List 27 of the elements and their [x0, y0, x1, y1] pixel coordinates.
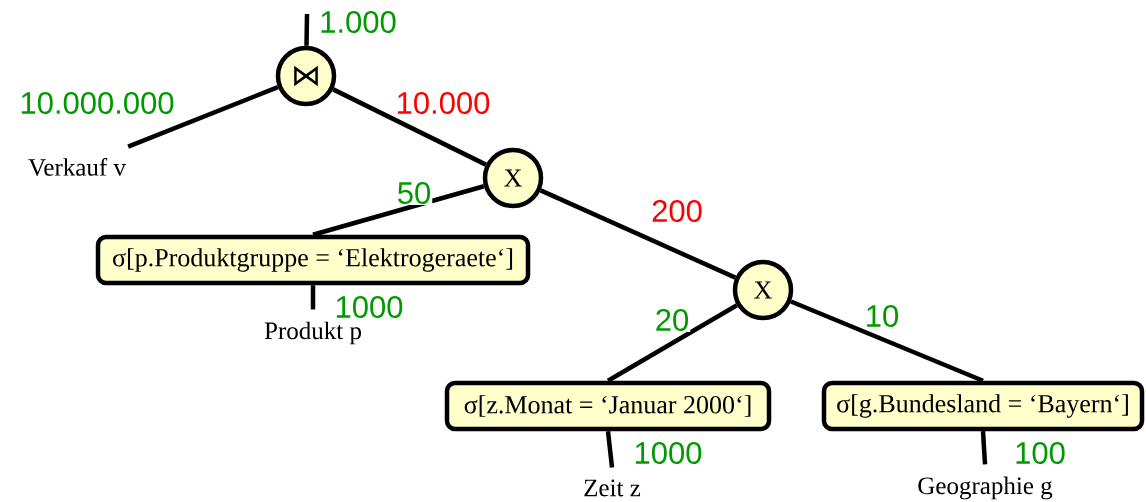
cardinality-label: 50	[395, 181, 433, 205]
cardinality-label: 1000	[632, 441, 704, 465]
relation-name: Produkt p	[264, 321, 361, 345]
tree-edge	[310, 285, 316, 310]
cardinality-label: 10.000	[394, 91, 492, 115]
tree-edge	[606, 303, 739, 383]
selection-box: σ[z.Monat = ‘Januar 2000‘]	[444, 380, 772, 432]
cardinality-label: 20	[653, 308, 691, 332]
tree-edge	[127, 85, 279, 149]
tree-edge	[312, 184, 485, 237]
cardinality-label: 1.000	[318, 10, 398, 34]
cardinality-label: 1000	[333, 295, 405, 319]
selection-box: σ[p.Produktgruppe = ‘Elektrogeraete‘]	[95, 234, 531, 286]
relation-name: Verkauf v	[28, 158, 126, 176]
tree-edge	[539, 188, 737, 280]
cardinality-label: 100	[1013, 441, 1067, 465]
tree-edge	[980, 431, 988, 465]
tree-edge	[790, 299, 984, 383]
selection-box: σ[g.Bundesland = ‘Bayern‘]	[821, 380, 1145, 432]
tree-edge	[605, 431, 615, 468]
relation-name: Zeit z	[584, 479, 641, 497]
relation-name: Geographie g	[918, 476, 1053, 500]
tree-edge	[304, 13, 310, 46]
tree-edge	[332, 87, 487, 167]
cardinality-label: 10.000.000	[18, 91, 176, 115]
cardinality-label: 10	[863, 304, 901, 328]
cardinality-label: 200	[650, 199, 704, 223]
